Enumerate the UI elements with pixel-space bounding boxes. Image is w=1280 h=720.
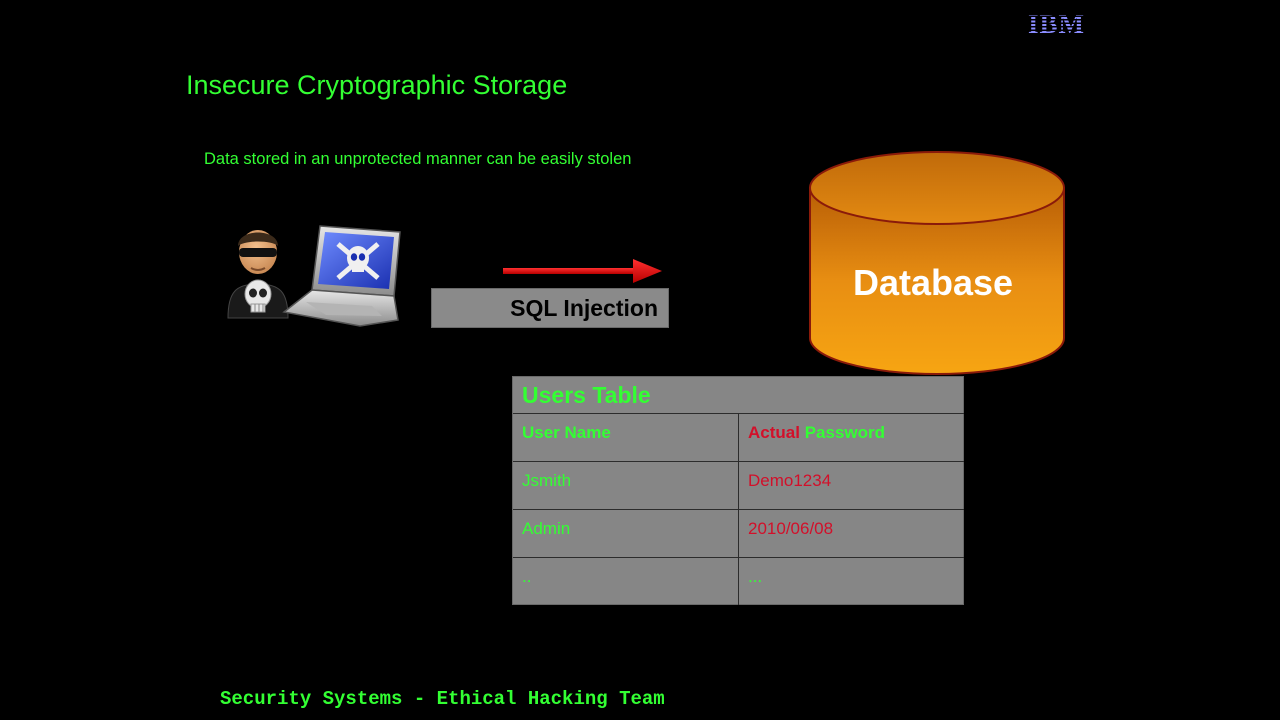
- users-table-title: Users Table: [522, 382, 651, 408]
- hacker-person-icon: [227, 230, 289, 319]
- database-cylinder-icon: [809, 151, 1065, 375]
- footer-team-name: Security Systems - Ethical Hacking Team: [220, 688, 665, 710]
- table-row-user: ..: [513, 557, 739, 605]
- user-cell: Jsmith: [522, 471, 572, 490]
- skull-icon: [244, 279, 272, 313]
- table-row-user: Admin: [513, 509, 739, 557]
- header-password-text: Password: [804, 423, 886, 442]
- hacker-laptop-illustration: [227, 225, 401, 327]
- slide-title: Insecure Cryptographic Storage: [186, 70, 568, 100]
- header-actual-password: Actual Password: [738, 413, 964, 461]
- header-actual-text: Actual: [748, 423, 800, 442]
- table-row-password: ...: [738, 557, 964, 605]
- user-cell: ..: [522, 567, 532, 586]
- database-label: Database: [852, 262, 1014, 303]
- user-cell: Admin: [522, 519, 571, 538]
- header-user-name-text: User Name: [522, 423, 611, 442]
- slide-subtitle: Data stored in an unprotected manner can…: [204, 150, 632, 168]
- sql-injection-box: SQL Injection: [431, 288, 669, 328]
- header-user-name: User Name: [513, 413, 739, 461]
- laptop-icon: [282, 225, 401, 327]
- table-row-user: Jsmith: [513, 461, 739, 509]
- password-cell: 2010/06/08: [748, 519, 834, 538]
- password-cell: Demo1234: [748, 471, 832, 490]
- users-table: Users Table User Name Actual Password Js…: [512, 376, 964, 605]
- password-cell: ...: [748, 567, 763, 586]
- skull-crossbones-icon: [336, 242, 380, 280]
- table-row-password: Demo1234: [738, 461, 964, 509]
- sql-injection-label: SQL Injection: [510, 295, 658, 321]
- attack-arrow: [503, 259, 662, 283]
- table-row-password: 2010/06/08: [738, 509, 964, 557]
- ibm-logo: IBM: [1028, 10, 1092, 38]
